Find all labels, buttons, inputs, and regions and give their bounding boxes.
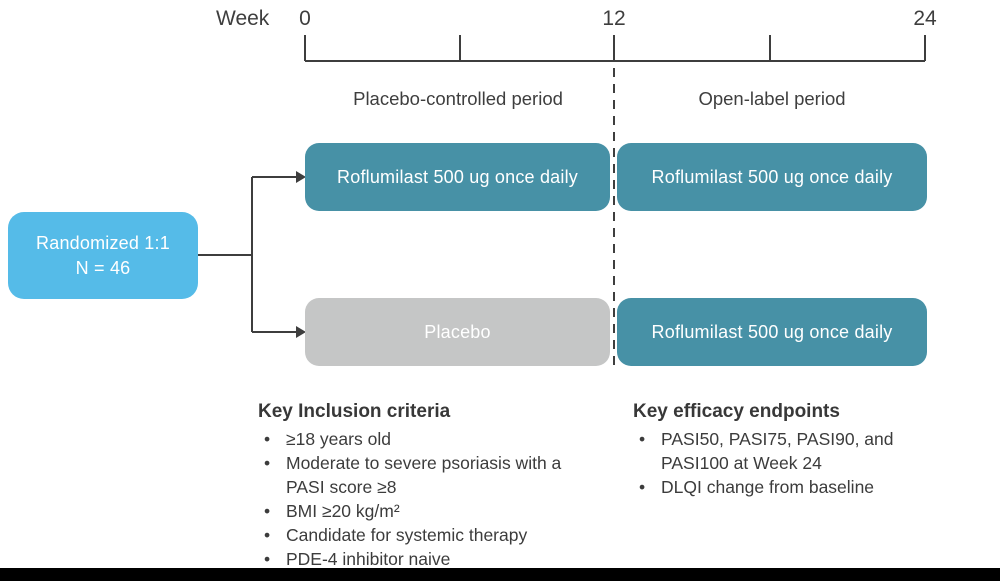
arm1-roflumilast-open-label-box: Roflumilast 500 ug once daily	[617, 143, 927, 211]
list-item: Moderate to severe psoriasis with a PASI…	[258, 451, 603, 499]
timeline-tick-marks	[304, 35, 926, 61]
list-item: PDE-4 inhibitor naive	[258, 547, 603, 571]
tick-label-week-0: 0	[299, 7, 311, 30]
tick-label-week-12: 12	[602, 7, 626, 30]
inclusion-criteria-title: Key Inclusion criteria	[258, 401, 451, 422]
list-item: ≥18 years old	[258, 427, 603, 451]
bottom-black-bar	[0, 568, 1000, 581]
inclusion-criteria-list: ≥18 years old Moderate to severe psorias…	[258, 427, 603, 571]
randomized-box: Randomized 1:1 N = 46	[8, 212, 198, 299]
randomized-box-line1: Randomized 1:1	[36, 232, 170, 253]
timeline-axis-label: Week	[216, 7, 270, 30]
efficacy-endpoints-block: Key efficacy endpoints PASI50, PASI75, P…	[633, 399, 933, 499]
randomized-box-line2: N = 46	[75, 257, 131, 278]
inclusion-criteria-block: Key Inclusion criteria ≥18 years old Mod…	[258, 399, 603, 571]
placebo-controlled-period-label: Placebo-controlled period	[353, 88, 563, 109]
efficacy-endpoints-list: PASI50, PASI75, PASI90, and PASI100 at W…	[633, 427, 933, 499]
list-item: PASI50, PASI75, PASI90, and PASI100 at W…	[633, 427, 931, 475]
tick-label-week-24: 24	[913, 7, 937, 30]
efficacy-endpoints-title: Key efficacy endpoints	[633, 401, 840, 422]
list-item: Candidate for systemic therapy	[258, 523, 603, 547]
arm2-placebo-box: Placebo	[305, 298, 610, 366]
arm1-roflumilast-placebo-period-box: Roflumilast 500 ug once daily	[305, 143, 610, 211]
list-item: BMI ≥20 kg/m²	[258, 499, 603, 523]
arm2-roflumilast-open-label-box: Roflumilast 500 ug once daily	[617, 298, 927, 366]
randomization-connector-lines	[198, 176, 297, 333]
open-label-period-label: Open-label period	[698, 88, 846, 109]
list-item: DLQI change from baseline	[633, 475, 931, 499]
